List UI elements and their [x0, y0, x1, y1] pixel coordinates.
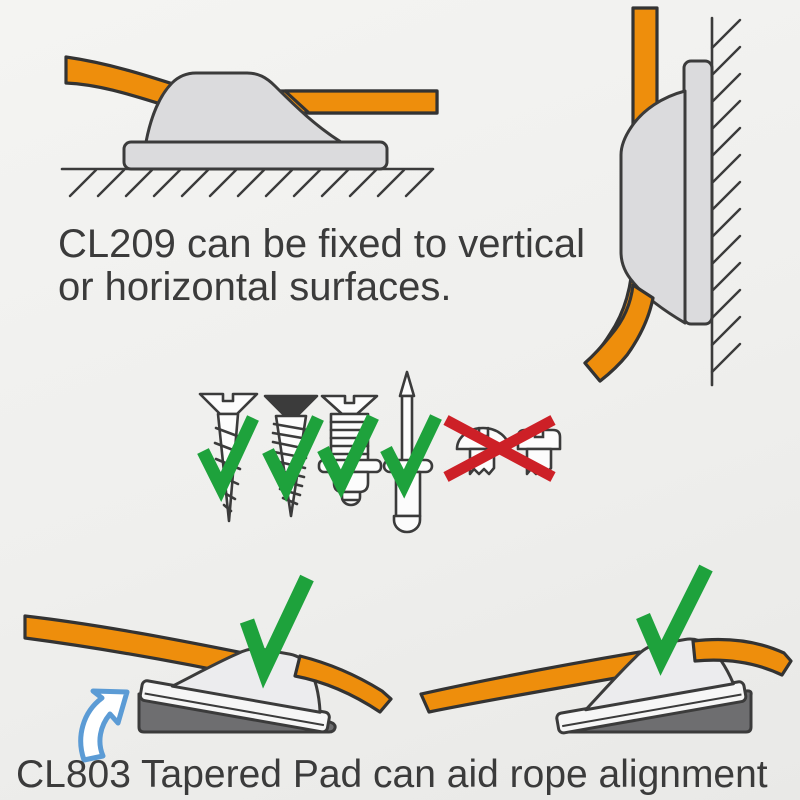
rope-exit-segment: [283, 89, 439, 115]
tapered-pad-left-diagram: [23, 574, 393, 763]
rope-exit-segment: [691, 637, 793, 677]
cross-icon: [443, 415, 556, 482]
tapered-pad-right-diagram: [419, 564, 793, 735]
wall-hatching: [710, 18, 742, 374]
base-plate-seam: [562, 693, 742, 728]
cleat-base-plate: [122, 140, 389, 171]
cleat-base-plate: [682, 59, 714, 326]
base-plate-seam: [144, 692, 325, 727]
rope-exit-segment: [293, 654, 393, 714]
check-icon: [262, 415, 324, 502]
check-icon: [636, 564, 713, 676]
caption-mount-line1: CL209 can be fixed to vertical: [58, 222, 585, 266]
fastener-row: [197, 370, 562, 534]
check-icon: [380, 414, 442, 499]
check-icon: [239, 574, 314, 689]
horizontal-mount-diagram: [60, 55, 439, 198]
cleat-body: [144, 71, 343, 144]
caption-mount-line2: or horizontal surfaces.: [58, 265, 452, 309]
check-icon: [197, 415, 259, 502]
vertical-mount-diagram: [583, 6, 742, 387]
rejected-fasteners: [443, 415, 562, 482]
rope-exit-segment: [583, 283, 655, 383]
caption-pad-note: CL803 Tapered Pad can aid rope alignment: [16, 753, 768, 796]
arrow-icon: [78, 688, 130, 763]
ground-hatching: [68, 168, 434, 198]
check-icon: [317, 414, 379, 499]
